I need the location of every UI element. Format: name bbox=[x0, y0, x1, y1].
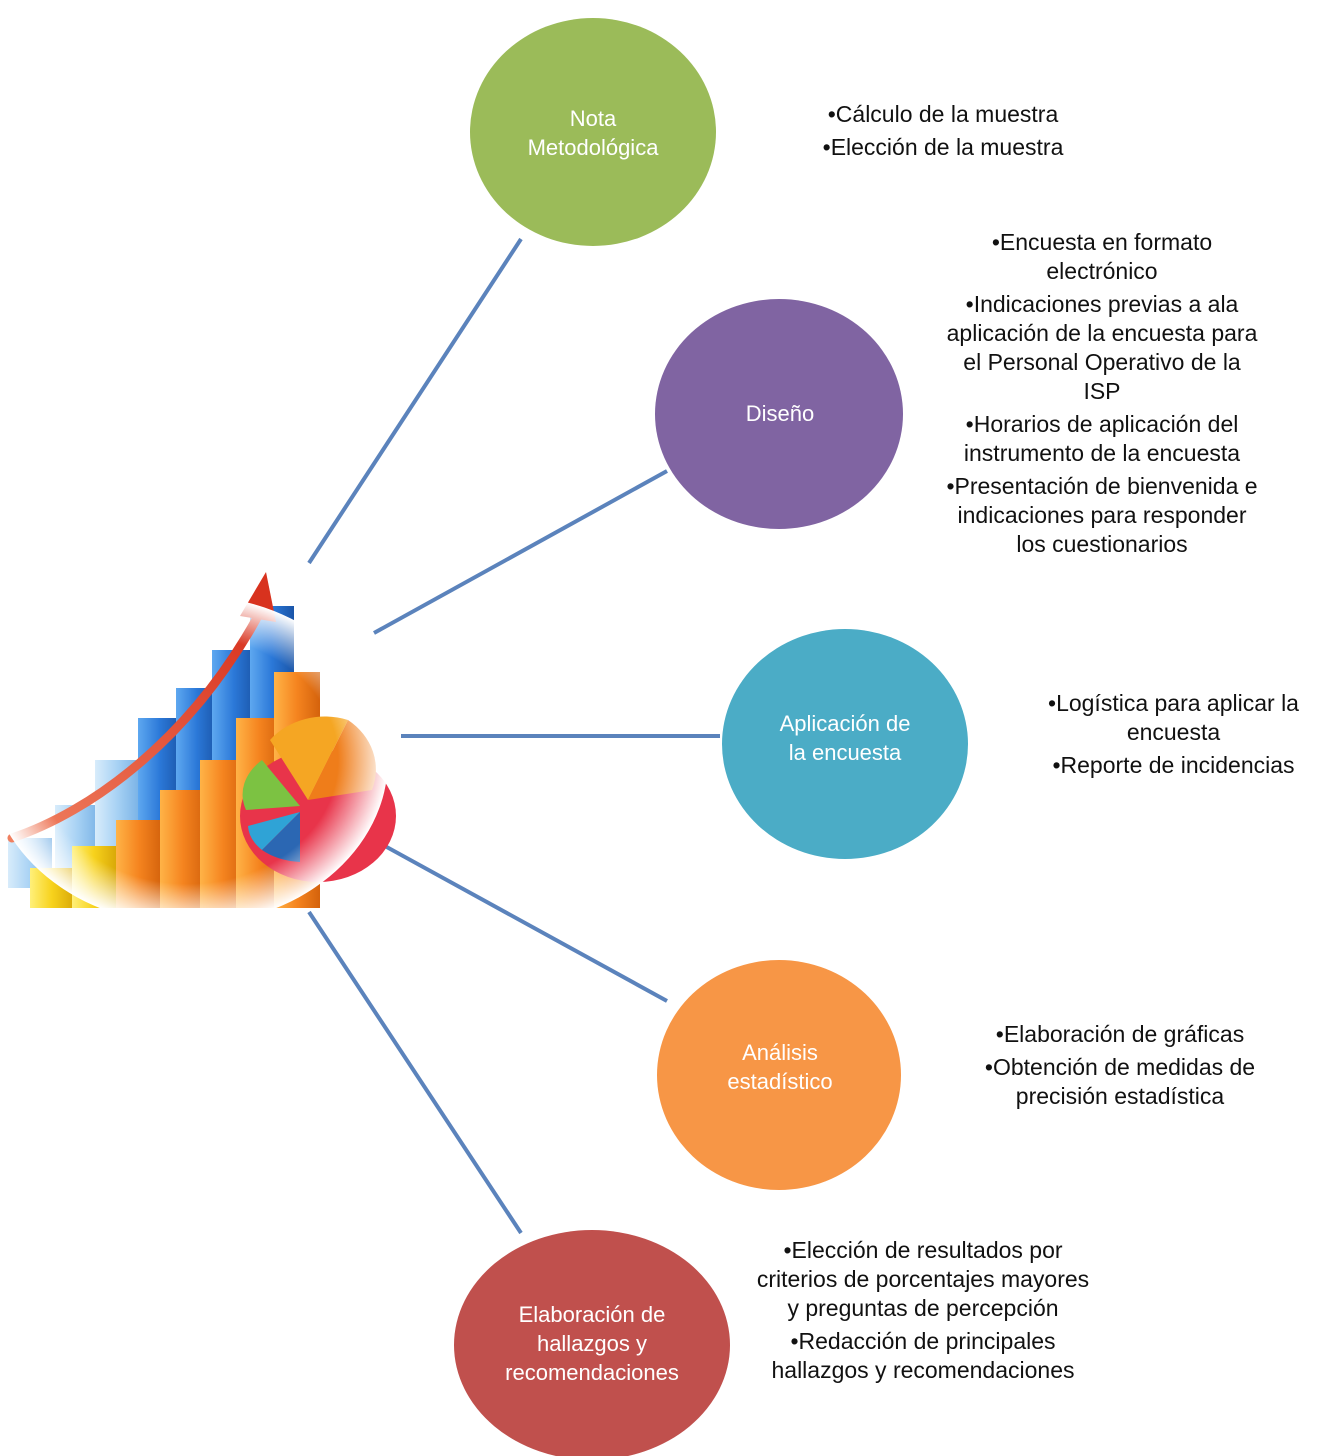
node-circle-hallazgos bbox=[454, 1230, 730, 1456]
bullet-list-hallazgos: Elección de resultados por criterios de … bbox=[728, 1236, 1118, 1389]
node-label-aplicacion: Aplicación de la encuesta bbox=[745, 705, 945, 771]
bullet-item: Reporte de incidencias bbox=[1004, 751, 1343, 780]
bullet-list-analisis: Elaboración de gráficas Obtención de med… bbox=[940, 1020, 1300, 1115]
connector-line-analisis bbox=[373, 838, 668, 1003]
node-label-text: Elaboración de hallazgos y recomendacion… bbox=[505, 1301, 679, 1385]
node-label-nota: Nota Metodológica bbox=[493, 92, 693, 174]
connectors bbox=[307, 237, 720, 1235]
node-circle-nota bbox=[470, 18, 716, 246]
bullet-list-diseno: Encuesta en formato electrónico Indicaci… bbox=[922, 228, 1282, 563]
node-label-text: Aplicación de la encuesta bbox=[779, 711, 911, 765]
node-label-hallazgos: Elaboración de hallazgos y recomendacion… bbox=[482, 1295, 702, 1391]
bullet-item: Redacción de principales hallazgos y rec… bbox=[728, 1327, 1118, 1385]
bullet-item: Elaboración de gráficas bbox=[940, 1020, 1300, 1049]
bullet-item: Elección de la muestra bbox=[768, 133, 1118, 162]
bullet-item: Cálculo de la muestra bbox=[768, 100, 1118, 129]
bullet-list-aplicacion: Logística para aplicar la encuesta Repor… bbox=[1004, 689, 1343, 784]
bullet-item: Logística para aplicar la encuesta bbox=[1004, 689, 1343, 747]
bullet-item: Horarios de aplicación del instrumento d… bbox=[922, 410, 1282, 468]
connector-line-diseno bbox=[373, 469, 668, 635]
bullet-item: Indicaciones previas a ala aplicación de… bbox=[922, 290, 1282, 406]
growth-chart-icon bbox=[0, 572, 396, 925]
bullet-item: Obtención de medidas de precisión estadí… bbox=[940, 1053, 1300, 1111]
node-label-diseno: Diseño bbox=[680, 393, 880, 433]
node-label-text: Nota Metodológica bbox=[527, 106, 659, 160]
node-circle-analisis bbox=[657, 960, 901, 1190]
bullet-item: Encuesta en formato electrónico bbox=[922, 228, 1282, 286]
connector-line-nota bbox=[307, 237, 523, 565]
bullet-item: Presentación de bienvenida e indicacione… bbox=[922, 472, 1282, 559]
bullet-item: Elección de resultados por criterios de … bbox=[728, 1236, 1118, 1323]
node-label-analisis: Análisis estadístico bbox=[680, 1034, 880, 1100]
connector-line-hallazgos bbox=[307, 910, 523, 1235]
nodes bbox=[454, 18, 968, 1456]
node-circle-diseno bbox=[655, 299, 903, 529]
node-label-text: Análisis estadístico bbox=[727, 1040, 833, 1094]
node-label-text: Diseño bbox=[745, 400, 815, 426]
node-circle-aplicacion bbox=[722, 629, 968, 859]
bullet-list-nota: Cálculo de la muestra Elección de la mue… bbox=[768, 100, 1118, 166]
